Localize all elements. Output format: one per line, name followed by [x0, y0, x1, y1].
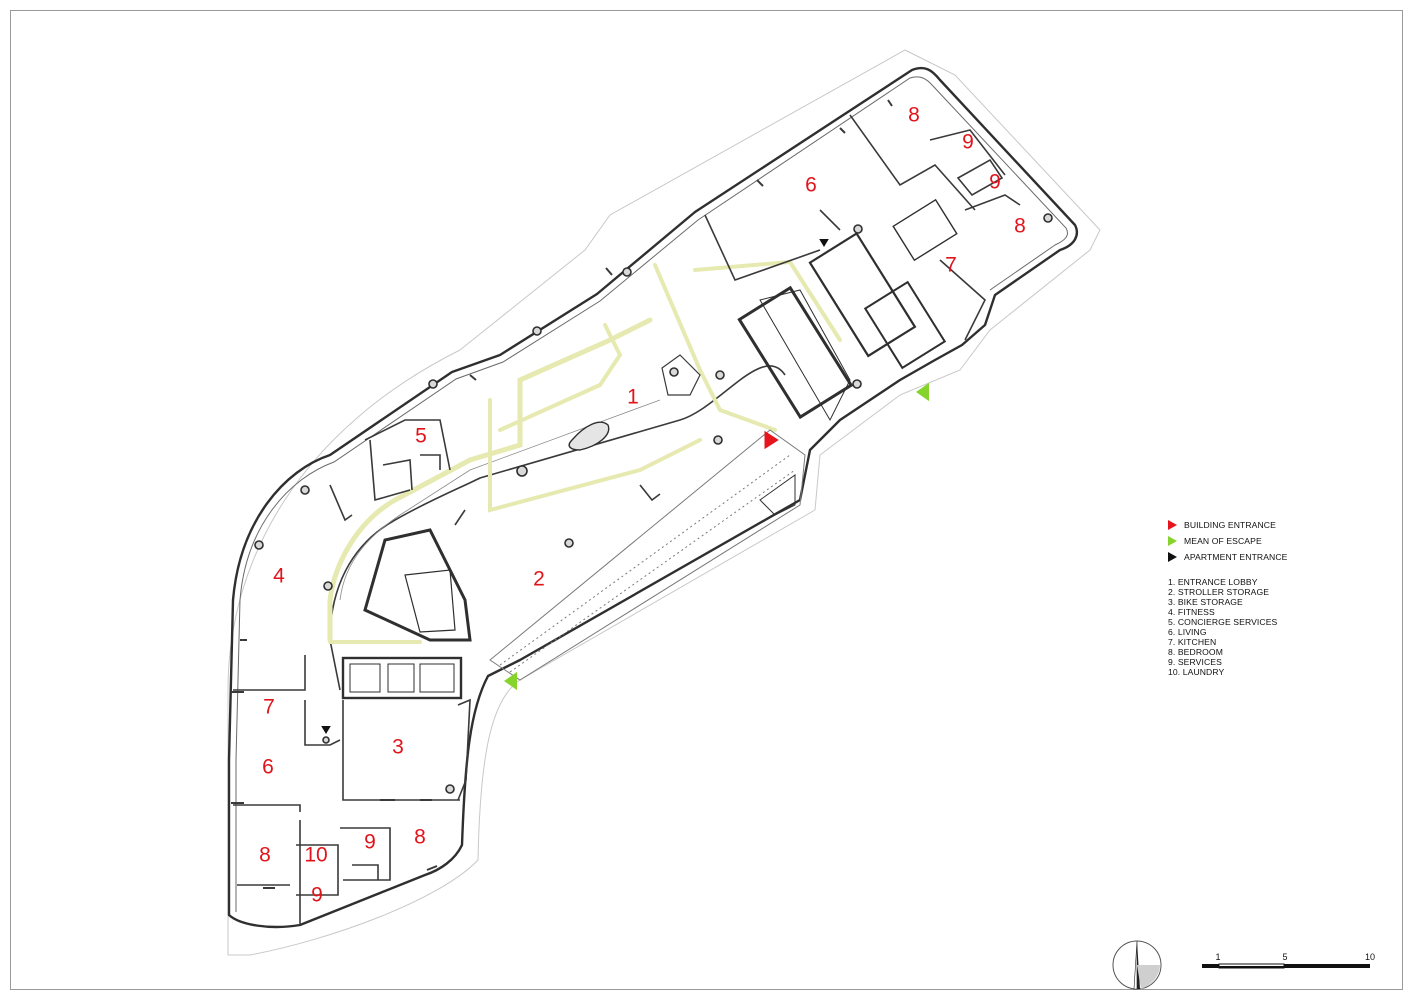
- scale-bar: 1 5 10: [1202, 952, 1375, 969]
- scale-label-10: 10: [1365, 952, 1375, 962]
- apartment-entrance-icon: [1168, 552, 1177, 562]
- room-number: 7: [945, 254, 957, 277]
- room-key-item: 1. ENTRANCE LOBBY: [1168, 577, 1258, 587]
- legend-apartment-entrance: APARTMENT ENTRANCE: [1168, 549, 1398, 565]
- legend-symbol-label: APARTMENT ENTRANCE: [1184, 552, 1288, 562]
- legend-building-entrance: BUILDING ENTRANCE: [1168, 517, 1398, 533]
- room-key-item: 2. STROLLER STORAGE: [1168, 587, 1270, 597]
- legend: BUILDING ENTRANCE MEAN OF ESCAPE APARTME…: [1168, 517, 1398, 677]
- room-number: 9: [311, 884, 323, 907]
- room-number: 5: [415, 425, 427, 448]
- north-wing-partitions: [704, 114, 1021, 341]
- room-number: 4: [273, 565, 285, 588]
- site-outline: [227, 49, 1101, 956]
- room-number: 10: [304, 844, 327, 867]
- scale-label-5: 5: [1282, 952, 1287, 962]
- apartment-entrance-marker: [321, 726, 331, 734]
- plan-markers: [321, 239, 929, 734]
- room-number: 9: [962, 131, 974, 154]
- south-wing-partitions: [233, 655, 471, 925]
- lobby-island: [661, 354, 701, 396]
- room-number: 8: [414, 826, 426, 849]
- room-number: 9: [364, 831, 376, 854]
- room-key-item: 10. LAUNDRY: [1168, 667, 1225, 677]
- room-number: 1: [627, 386, 639, 409]
- facade-mullions: [231, 99, 893, 889]
- room-key-item: 3. BIKE STORAGE: [1168, 597, 1243, 607]
- room-number: 6: [262, 756, 274, 779]
- escape-marker: [504, 671, 517, 691]
- reception-desk: [568, 421, 610, 451]
- room-key-item: 4. FITNESS: [1168, 607, 1215, 617]
- room-number: 8: [1014, 215, 1026, 238]
- north-arrow: [1112, 940, 1162, 990]
- escape-marker: [916, 382, 929, 402]
- lobby-curve-wall: [329, 365, 786, 691]
- room-key-item: 7. KITCHEN: [1168, 637, 1217, 647]
- escape-icon: [1168, 536, 1177, 546]
- south-core: [341, 528, 472, 700]
- building-inner-wall: [235, 76, 1069, 912]
- room-key-item: 9. SERVICES: [1168, 657, 1222, 667]
- room-number: 8: [259, 844, 271, 867]
- room-number: 2: [533, 568, 545, 591]
- legend-symbol-label: BUILDING ENTRANCE: [1184, 520, 1276, 530]
- room-number: 8: [908, 104, 920, 127]
- concierge-partitions: [329, 419, 661, 526]
- room-key-item: 8. BEDROOM: [1168, 647, 1223, 657]
- lobby-inner-curve: [339, 399, 661, 601]
- room-key-list: 1. ENTRANCE LOBBY 2. STROLLER STORAGE 3.…: [1168, 577, 1398, 677]
- room-key-item: 5. CONCIERGE SERVICES: [1168, 617, 1278, 627]
- building-entrance-icon: [1168, 520, 1177, 530]
- drawing-sheet-border: [10, 10, 1403, 990]
- scale-label-1: 1: [1215, 952, 1220, 962]
- room-number: 7: [263, 696, 275, 719]
- room-number: 3: [392, 736, 404, 759]
- building-entrance-marker: [764, 430, 779, 450]
- north-core: [737, 198, 958, 422]
- apartment-entrance-marker: [819, 239, 829, 247]
- building-outer-wall: [227, 66, 1079, 929]
- legend-symbol-label: MEAN OF ESCAPE: [1184, 536, 1262, 546]
- columns: [254, 213, 1053, 794]
- legend-mean-of-escape: MEAN OF ESCAPE: [1168, 533, 1398, 549]
- room-number: 6: [805, 174, 817, 197]
- accessible-path-2: [328, 259, 842, 644]
- room-key-item: 6. LIVING: [1168, 627, 1207, 637]
- room-number: 9: [989, 171, 1001, 194]
